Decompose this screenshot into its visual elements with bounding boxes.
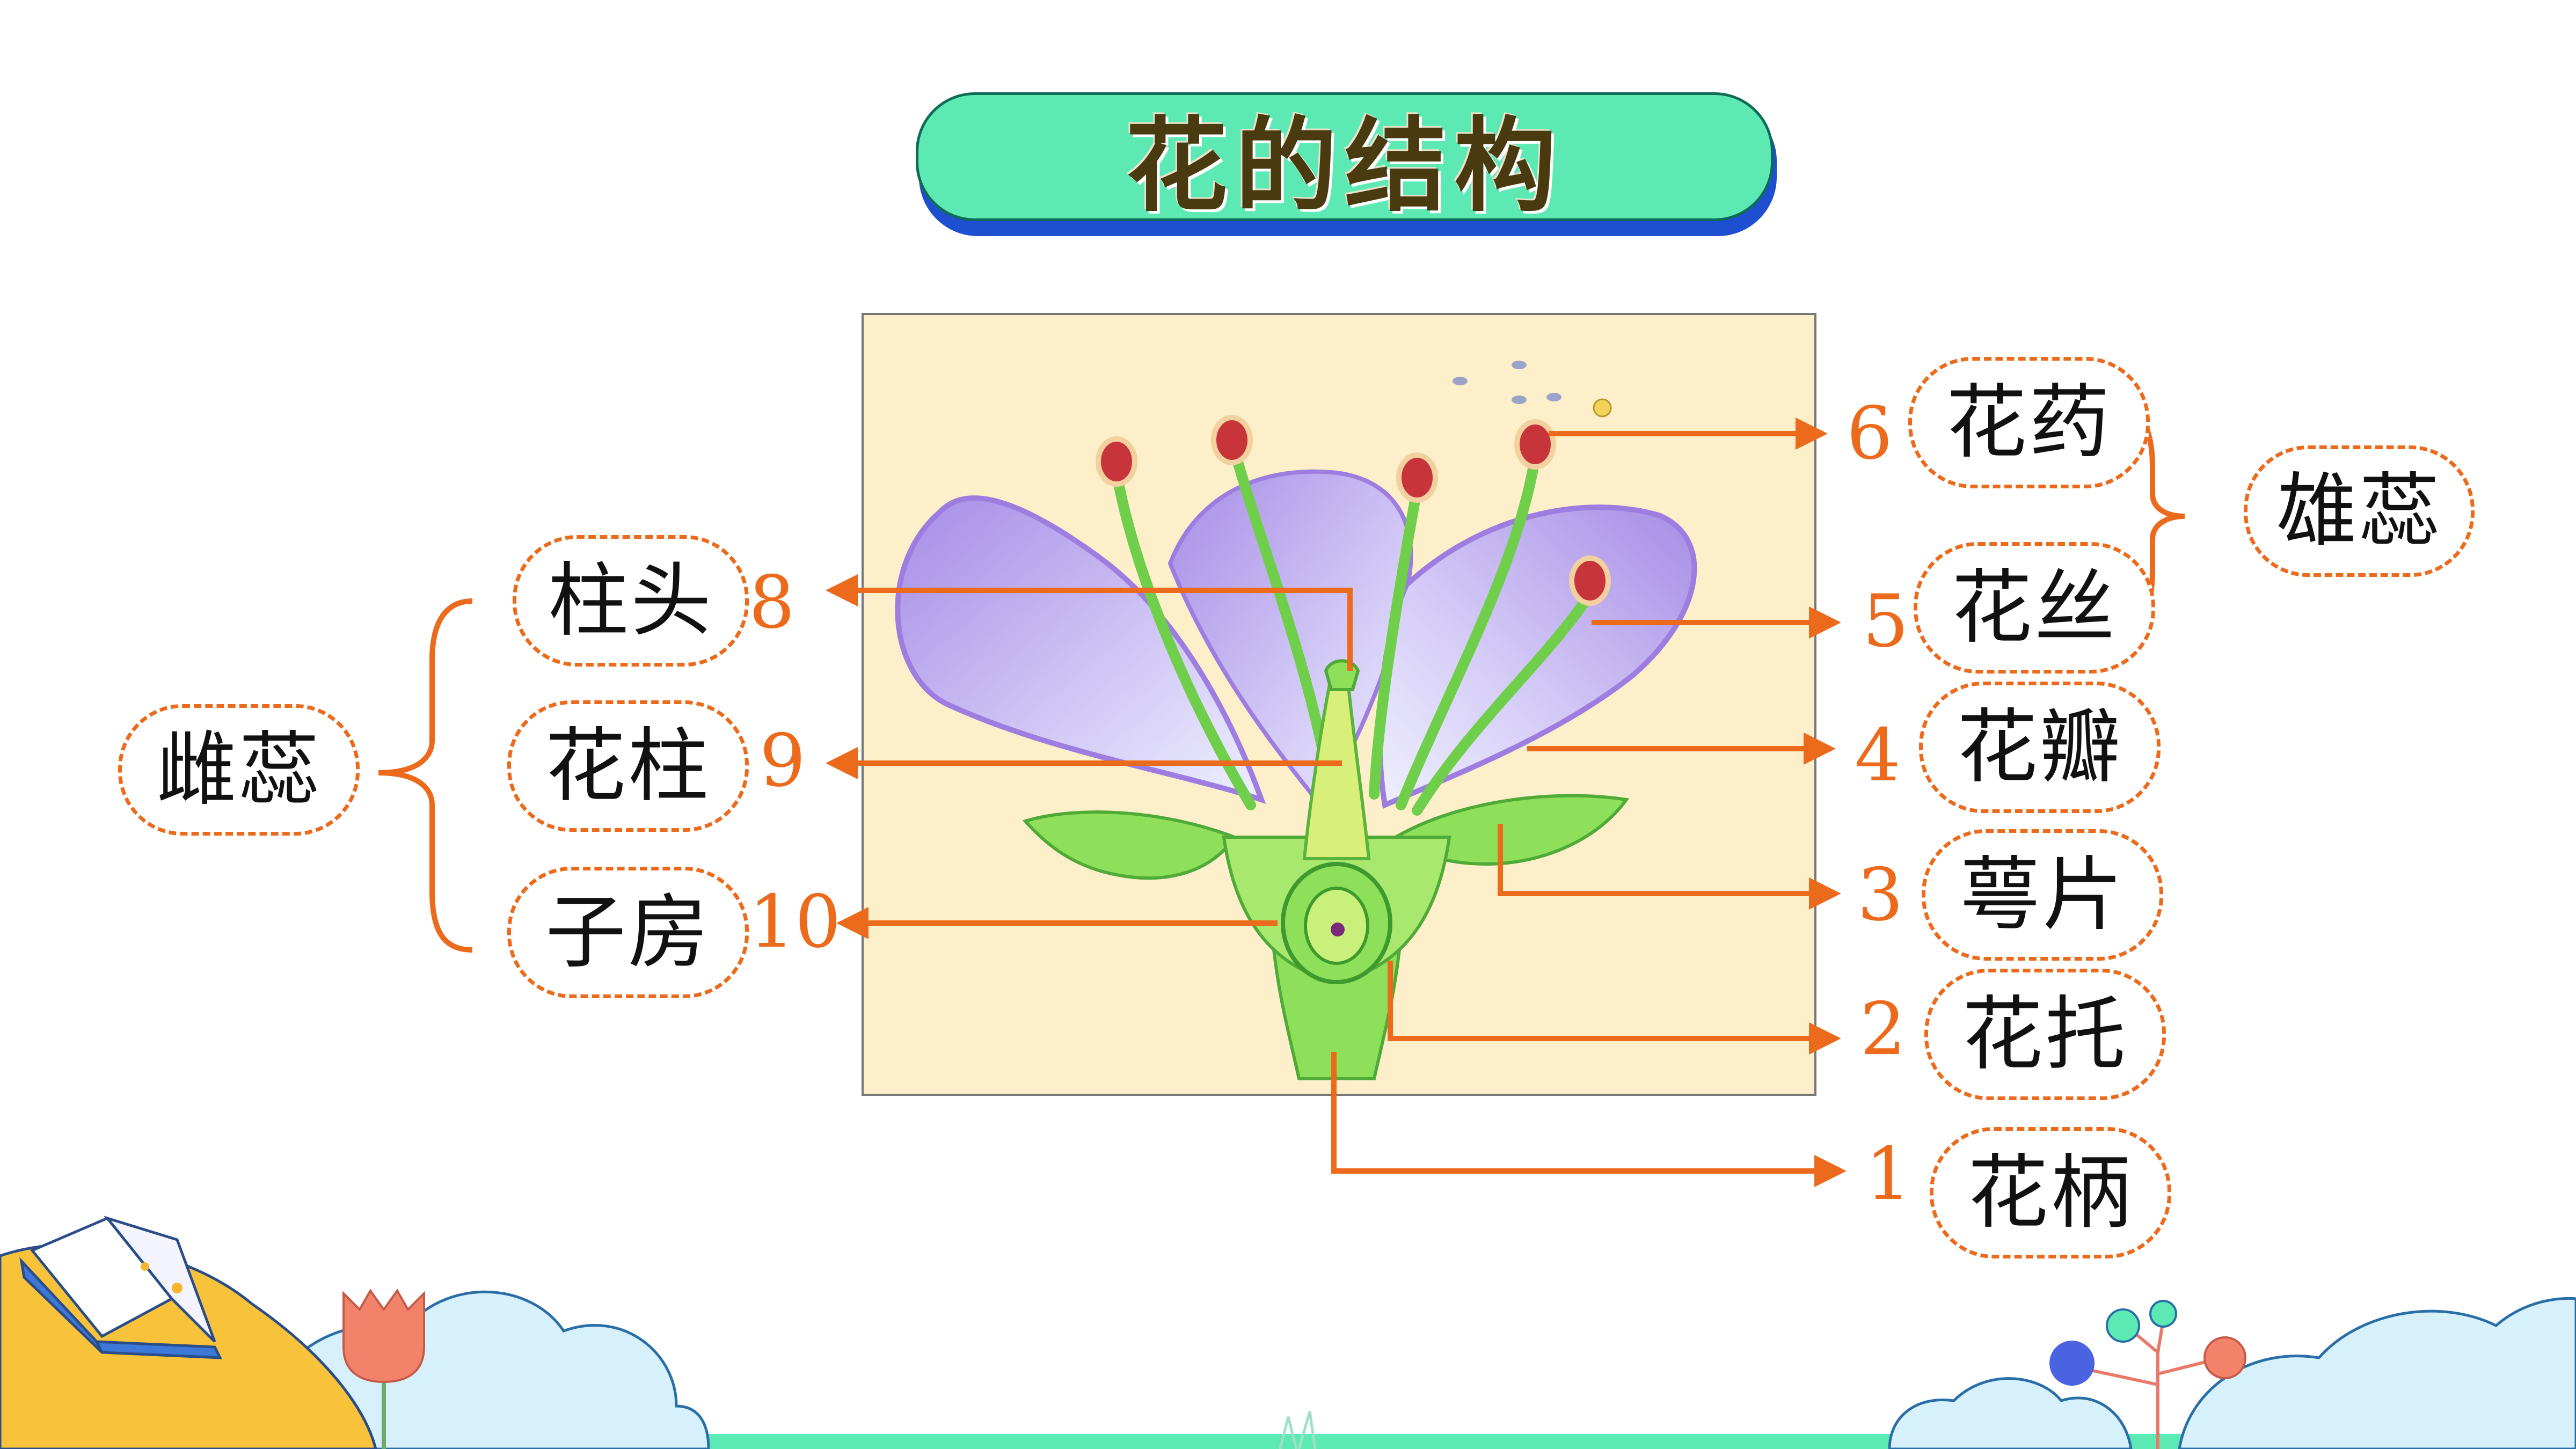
pistil-and-receptacle bbox=[1222, 659, 1451, 1080]
label-stigma: 柱头 bbox=[513, 535, 749, 667]
label-receptacle: 花托 bbox=[1924, 969, 2166, 1100]
label-filament: 花丝 bbox=[1914, 542, 2155, 674]
arrow-1 bbox=[1331, 1052, 1847, 1187]
label-stalk: 花柄 bbox=[1930, 1127, 2171, 1258]
sepals bbox=[1022, 794, 1630, 880]
label-ovary: 子房 bbox=[507, 867, 749, 998]
number-4: 4 bbox=[1855, 713, 1901, 797]
number-6: 6 bbox=[1847, 391, 1893, 475]
label-style: 花柱 bbox=[507, 700, 749, 832]
number-5: 5 bbox=[1863, 579, 1909, 663]
label-anther: 花药 bbox=[1908, 357, 2150, 488]
pollen-grain-sun bbox=[1593, 398, 1612, 418]
arrow-8 bbox=[826, 574, 1353, 671]
pistil-brace bbox=[378, 598, 473, 953]
number-1: 1 bbox=[1865, 1132, 1911, 1216]
number-3: 3 bbox=[1857, 853, 1903, 937]
ovule bbox=[1331, 923, 1345, 936]
leader-lines bbox=[378, 396, 2185, 1187]
title-pill: 花的结构 bbox=[916, 92, 1774, 225]
number-10: 10 bbox=[749, 880, 841, 964]
style-column bbox=[1302, 675, 1371, 860]
label-pistil: 雌蕊 bbox=[118, 704, 360, 836]
number-2: 2 bbox=[1860, 987, 1906, 1071]
pollen-grains bbox=[1453, 361, 1561, 404]
stigma-top bbox=[1324, 659, 1360, 691]
label-stamen: 雄蕊 bbox=[2244, 445, 2475, 577]
arrow-2 bbox=[1388, 961, 1841, 1055]
page-title: 花的结构 bbox=[1125, 106, 1564, 225]
number-8: 8 bbox=[749, 560, 795, 645]
number-9: 9 bbox=[760, 719, 806, 803]
label-petal: 花瓣 bbox=[1919, 682, 2161, 813]
label-sepal: 萼片 bbox=[1922, 829, 2163, 961]
anthers bbox=[1096, 415, 1611, 606]
arrow-3 bbox=[1498, 824, 1841, 910]
